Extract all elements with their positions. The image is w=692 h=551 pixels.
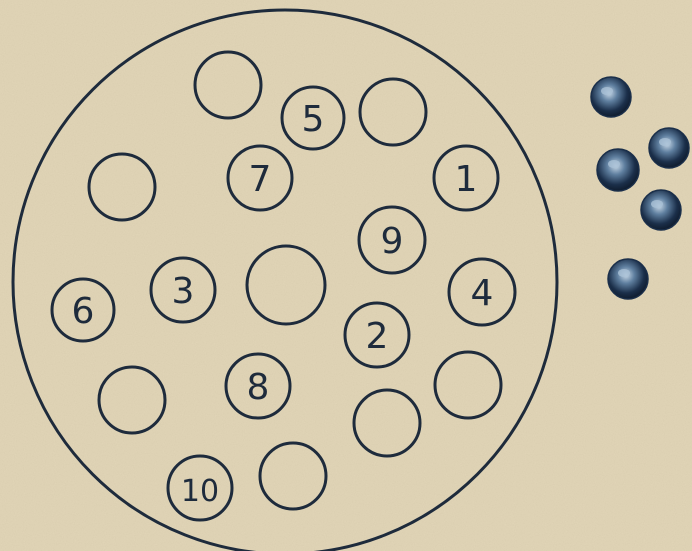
game-ball[interactable] <box>649 128 689 168</box>
ball-highlight <box>601 87 613 95</box>
game-ball[interactable] <box>591 77 631 117</box>
game-ball[interactable] <box>641 190 681 230</box>
hole-number-label: 6 <box>72 291 95 332</box>
hole-number-label: 5 <box>302 99 325 140</box>
hole-number-label: 1 <box>455 159 478 200</box>
ball-highlight <box>651 200 663 208</box>
game-ball[interactable] <box>597 149 639 191</box>
hole-number-label: 7 <box>249 159 272 200</box>
hole-number-label: 8 <box>247 367 270 408</box>
hole-number-label: 9 <box>381 221 404 262</box>
ball-highlight <box>659 138 671 146</box>
hole-number-label: 4 <box>471 273 494 314</box>
hole-number-label: 2 <box>366 316 389 357</box>
ball-highlight <box>618 269 630 277</box>
hole-number-label: 10 <box>181 474 219 509</box>
game-ball[interactable] <box>608 259 648 299</box>
ball-highlight <box>608 160 620 168</box>
hole-number-label: 3 <box>172 271 195 312</box>
